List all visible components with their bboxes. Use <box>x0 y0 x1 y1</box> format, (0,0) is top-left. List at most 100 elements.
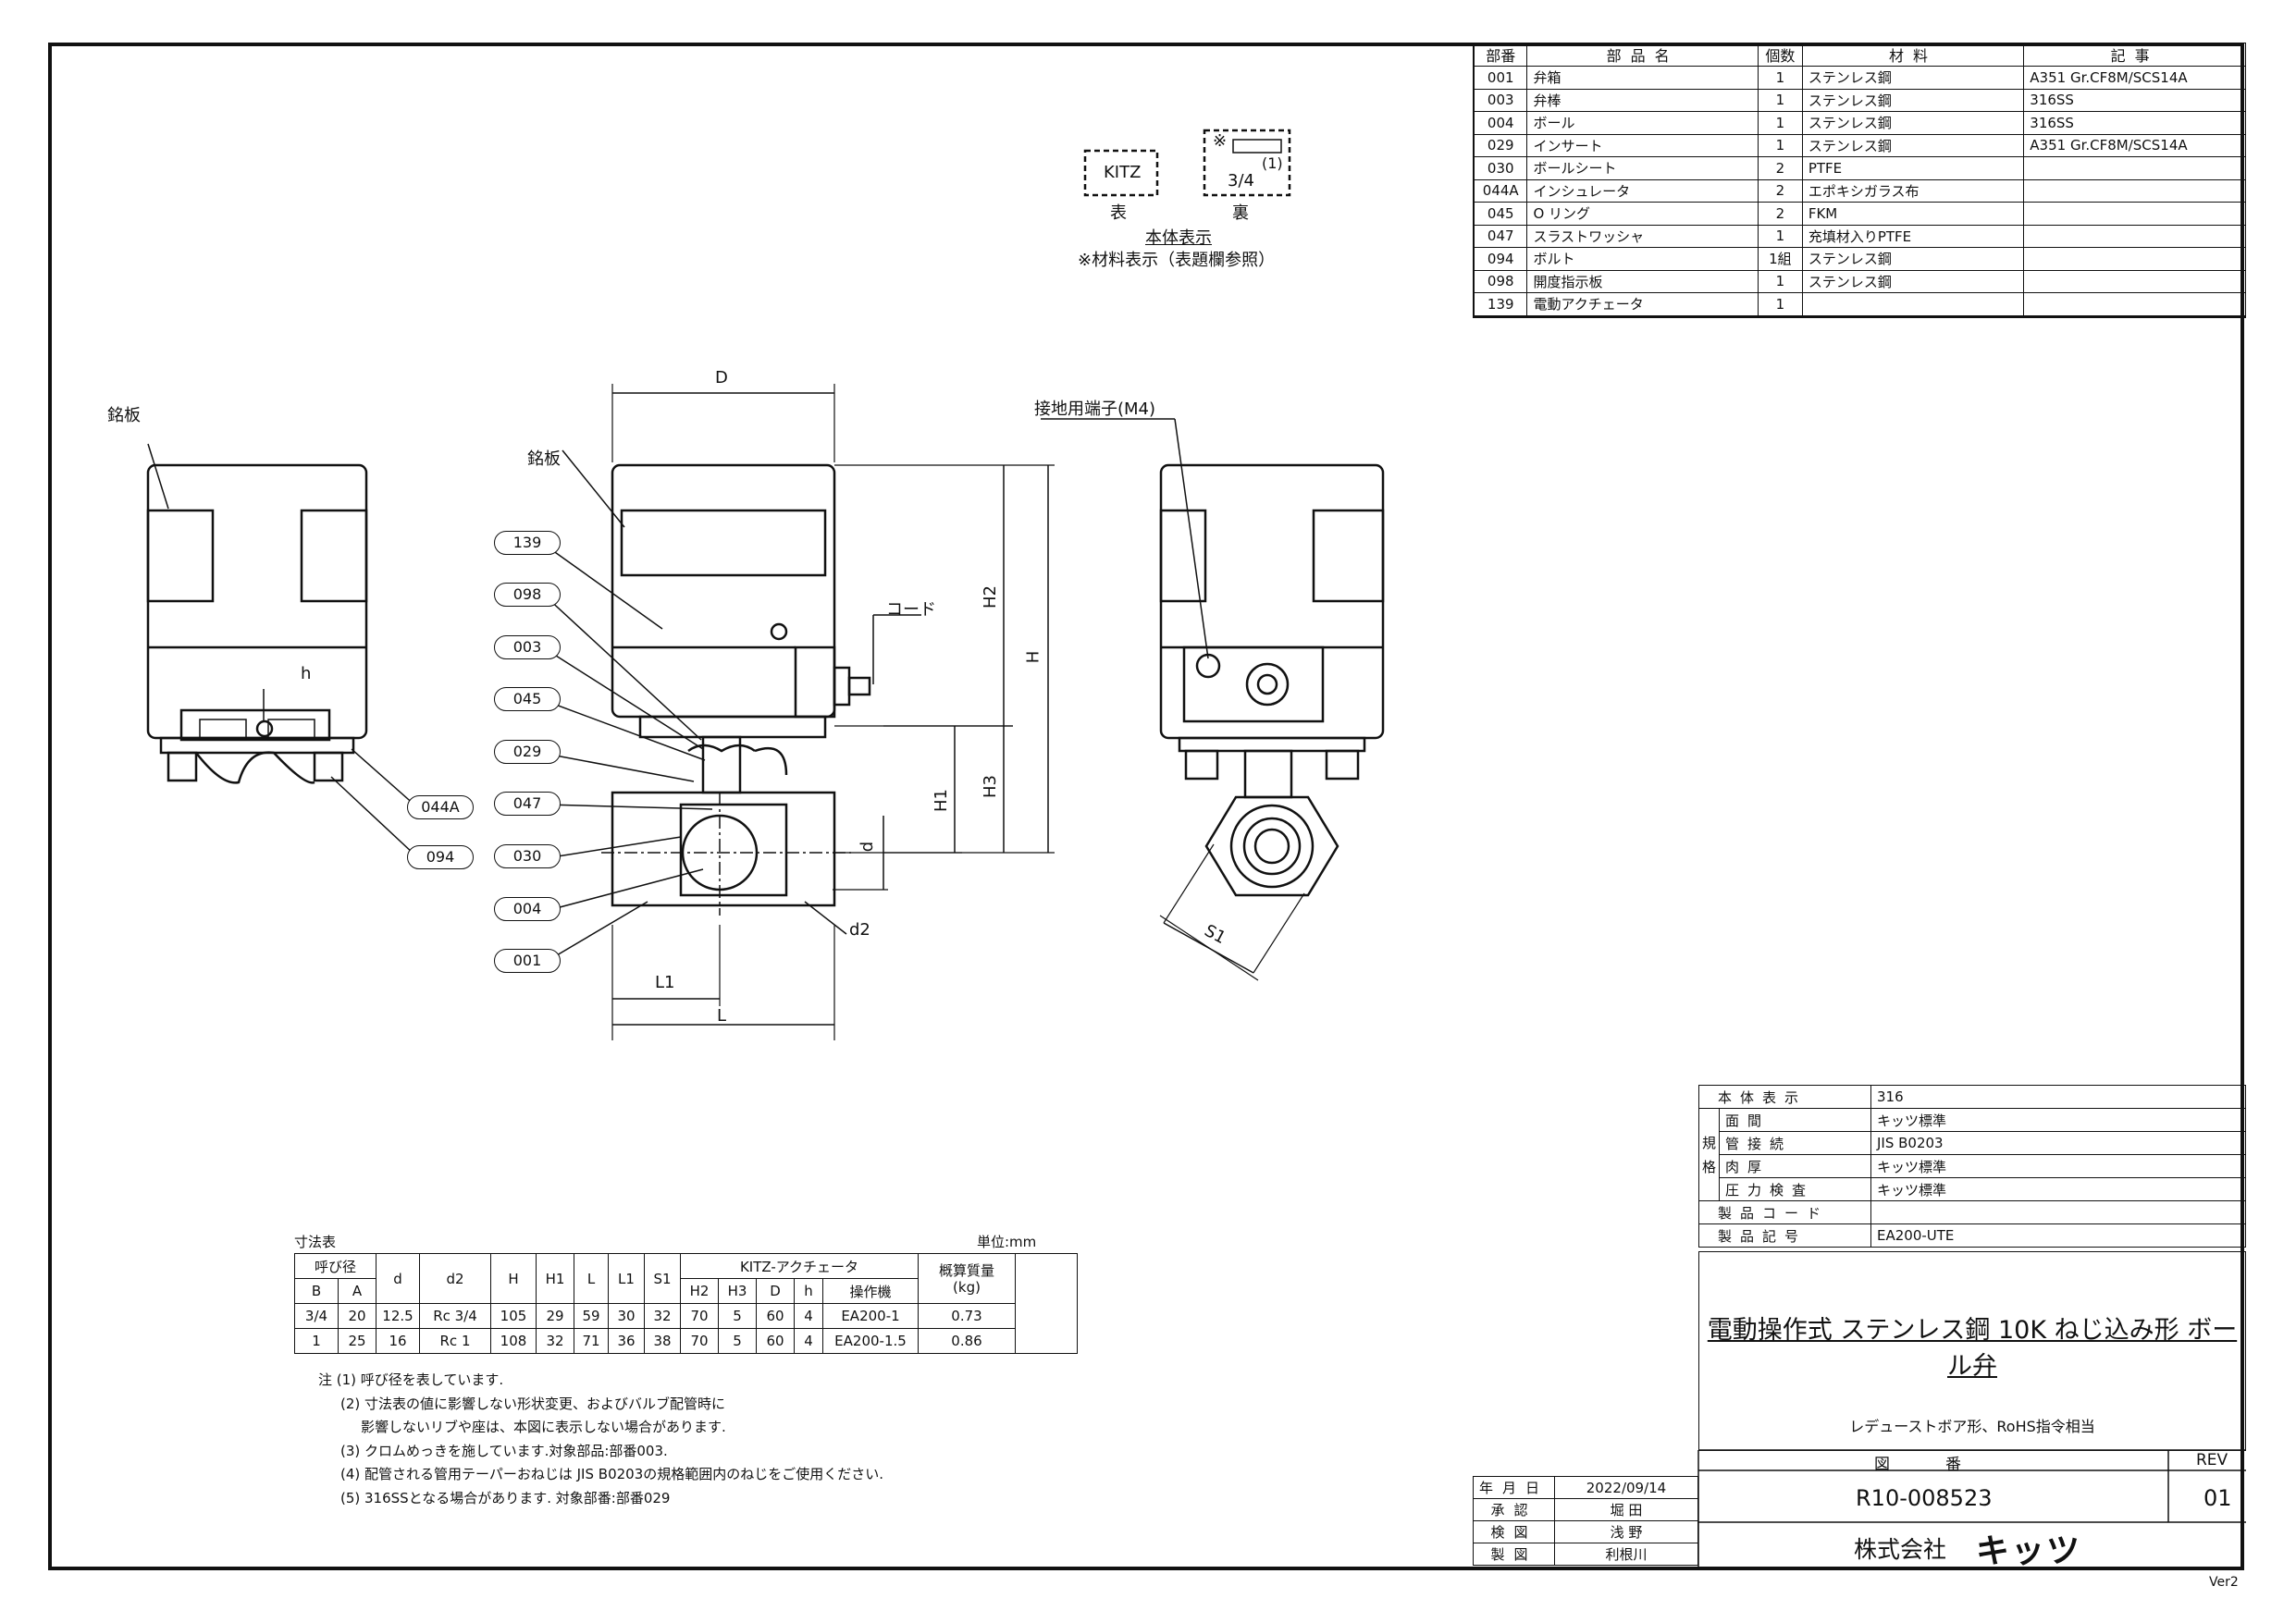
cell: 70 <box>680 1328 719 1354</box>
part-note: 316SS <box>2023 88 2246 112</box>
part-note <box>2023 202 2246 226</box>
marking-caption: 本体表示 <box>1145 228 1212 248</box>
part-bubble-044A: 044A <box>407 795 474 819</box>
part-note: A351 Gr.CF8M/SCS14A <box>2023 133 2246 157</box>
cell: 4 <box>794 1303 823 1329</box>
drawing-title: 電動操作式 ステンレス鋼 10K ねじ込み形 ボール弁 <box>1707 1316 2238 1381</box>
sig-value: 2022/09/14 <box>1554 1476 1698 1499</box>
spec-value: キッツ標準 <box>1870 1177 2246 1201</box>
cell: EA200-1 <box>822 1303 919 1329</box>
title-box: 電動操作式 ステンレス鋼 10K ねじ込み形 ボール弁 レデューストボア形、Ro… <box>1698 1251 2246 1451</box>
cell: 71 <box>574 1328 609 1354</box>
spec-label: 圧力検査 <box>1719 1177 1871 1201</box>
spec-label: 本体表示 <box>1698 1085 1871 1109</box>
marking-back-size: 3/4 <box>1228 171 1254 191</box>
part-bubble-139: 139 <box>494 531 561 555</box>
part-material: ステンレス鋼 <box>1801 133 2025 157</box>
spec-row: 本体表示 316 <box>1698 1085 2246 1109</box>
cell: 1 <box>294 1328 339 1354</box>
part-no: 030 <box>1473 156 1528 180</box>
part-note: 316SS <box>2023 111 2246 135</box>
part-material: ステンレス鋼 <box>1801 66 2025 90</box>
part-no: 044A <box>1473 178 1528 203</box>
weight-header-unit: (kg) <box>953 1278 981 1296</box>
marking-front-text: KITZ <box>1104 163 1142 182</box>
marking-back-note: (1) <box>1262 154 1283 172</box>
part-bubble-001: 001 <box>494 949 561 973</box>
nominal-size-header: 呼び径 <box>294 1253 376 1279</box>
part-no: 029 <box>1473 133 1528 157</box>
part-bubble-004: 004 <box>494 897 561 921</box>
drawing-number: R10-008523 <box>1856 1485 1993 1511</box>
spec-value: キッツ標準 <box>1870 1154 2246 1178</box>
sig-value: 利根川 <box>1554 1543 1698 1566</box>
dim-H3: H3 <box>981 775 1000 798</box>
sig-label: 検図 <box>1472 1520 1556 1543</box>
marking-front-box <box>1083 149 1159 197</box>
marking-back-mark: ※ <box>1213 131 1228 151</box>
company-name: 株式会社 <box>1854 1536 1947 1563</box>
dim-d: d <box>858 841 878 853</box>
part-name: 開度指示板 <box>1526 269 1759 293</box>
note-line: 注 (1) 呼び径を表しています. <box>318 1371 504 1388</box>
cell: 59 <box>574 1303 609 1329</box>
part-no: 004 <box>1473 111 1528 135</box>
spec-row: 管接続 JIS B0203 <box>1699 1131 2246 1155</box>
dimension-header-row-2: B A H2 H3 D h 操作機 <box>294 1278 1078 1304</box>
part-material: ステンレス鋼 <box>1801 247 2025 271</box>
part-qty: 1 <box>1757 292 1803 317</box>
part-no: 045 <box>1473 202 1528 226</box>
cell: 108 <box>490 1328 537 1354</box>
dimension-table-caption: 寸法表 <box>294 1234 337 1250</box>
col-L1: L1 <box>608 1253 645 1304</box>
part-no: 094 <box>1473 247 1528 271</box>
dim-D: D <box>715 368 728 387</box>
cell: 36 <box>608 1328 645 1354</box>
spec-row: 規格 面間 キッツ標準 <box>1698 1108 2246 1201</box>
col-H1: H1 <box>536 1253 574 1304</box>
cell: 25 <box>338 1328 376 1354</box>
part-note <box>2023 247 2246 271</box>
cell: 70 <box>680 1303 719 1329</box>
col-A: A <box>338 1278 376 1304</box>
part-material: FKM <box>1801 202 2025 226</box>
part-qty: 2 <box>1757 156 1803 180</box>
part-no: 003 <box>1473 88 1528 112</box>
part-qty: 1 <box>1757 111 1803 135</box>
cell: 32 <box>536 1328 574 1354</box>
note-line: 影響しないリブや座は、本図に表示しない場合があります. <box>361 1419 726 1435</box>
part-note <box>2023 156 2246 180</box>
cell: 5 <box>718 1328 757 1354</box>
cell: 20 <box>338 1303 376 1329</box>
part-material <box>1801 292 2025 317</box>
cell: 4 <box>794 1328 823 1354</box>
right-view <box>1041 418 1385 981</box>
part-note <box>2023 224 2246 248</box>
cell: Rc 3/4 <box>419 1303 491 1329</box>
parts-header-row: 部番 部品名 個数 材料 記事 <box>1473 43 2246 67</box>
dimension-header-row-1: 呼び径 d d2 H H1 L L1 S1 KITZ-アクチェータ 概算質量(k… <box>294 1253 1078 1354</box>
part-name: ボール <box>1526 111 1759 135</box>
spec-label: 肉厚 <box>1719 1154 1871 1178</box>
cell: Rc 1 <box>419 1328 491 1354</box>
part-bubble-098: 098 <box>494 583 561 607</box>
dimension-table-unit: 単位:mm <box>977 1234 1037 1250</box>
part-name: 電動アクチェータ <box>1526 292 1759 317</box>
part-no: 139 <box>1473 292 1528 317</box>
dim-H1: H1 <box>932 789 951 812</box>
cord-label: コード <box>886 600 936 620</box>
part-note <box>2023 292 2246 317</box>
parts-header-note: 記事 <box>2023 43 2246 67</box>
part-name: スラストワッシャ <box>1526 224 1759 248</box>
note-line: (4) 配管される管用テーパーおねじは JIS B0203の規格範囲内のねじをご… <box>340 1466 884 1482</box>
